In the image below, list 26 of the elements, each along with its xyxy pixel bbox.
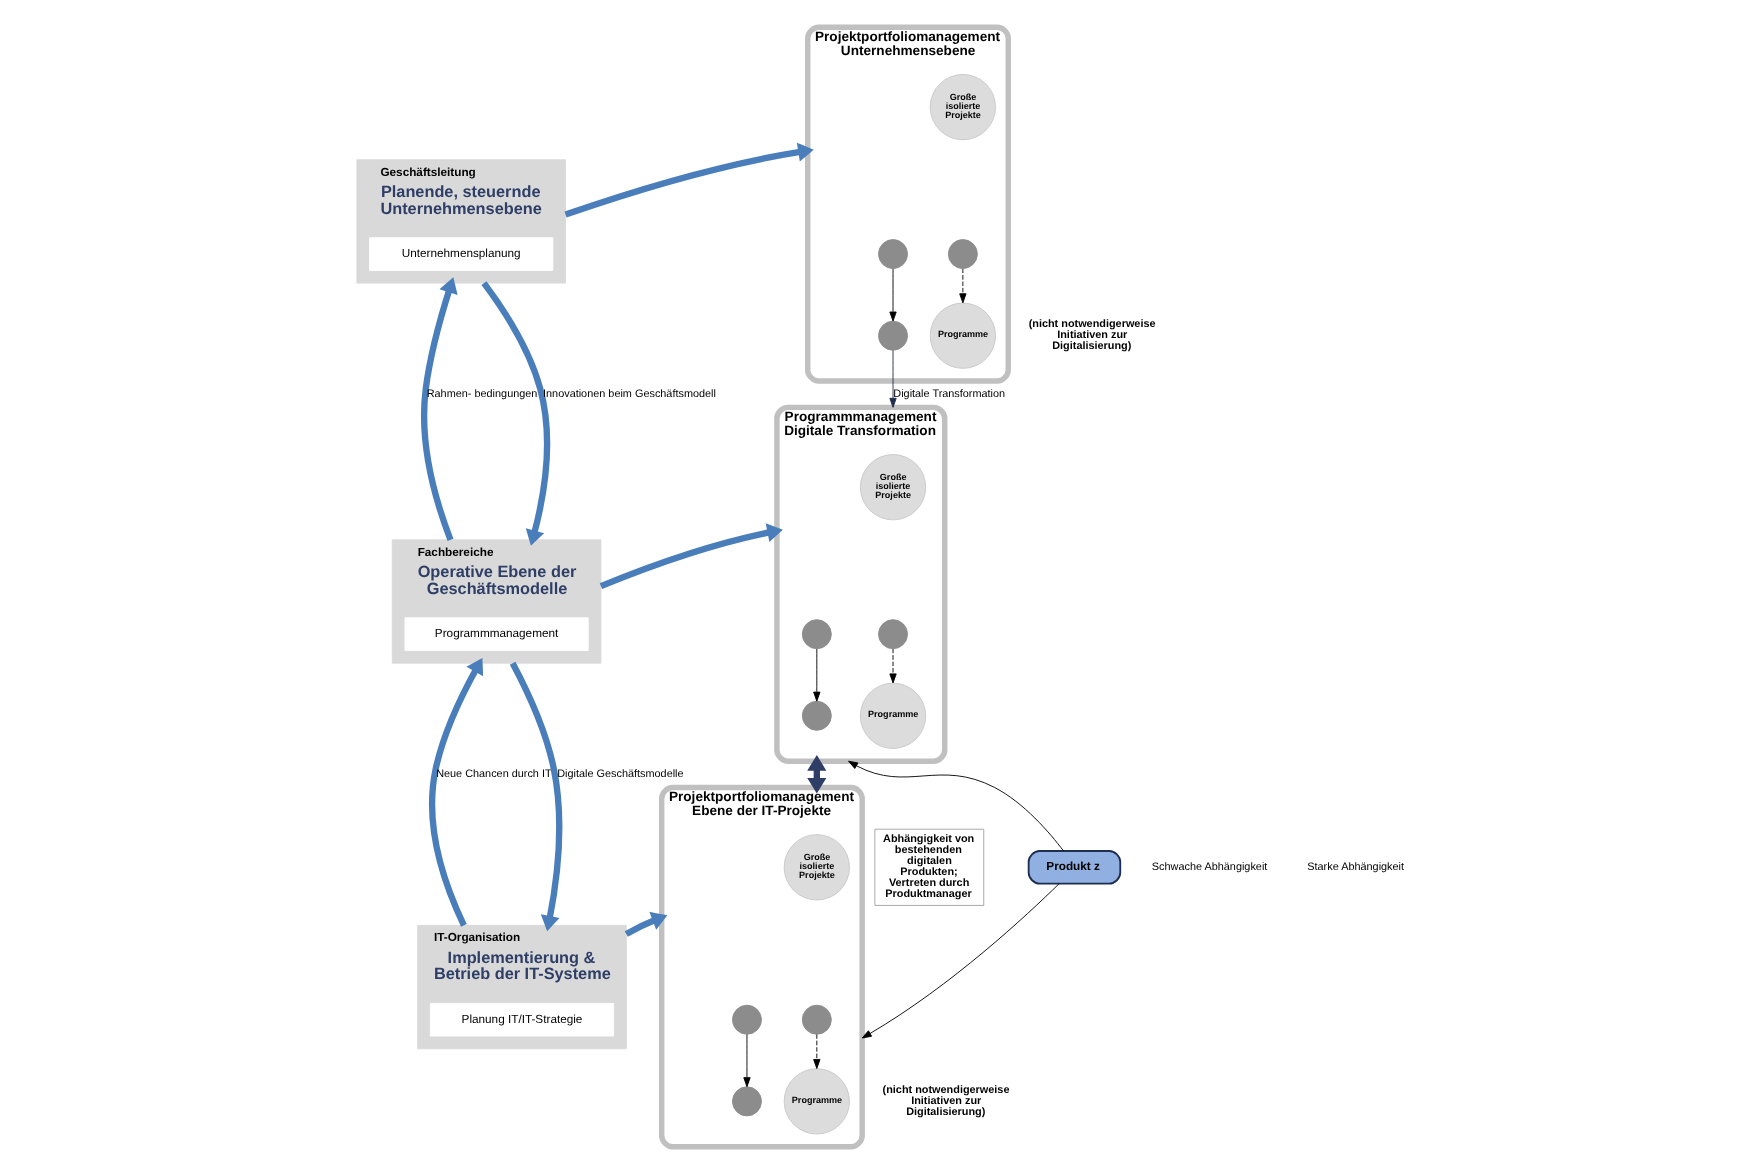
arrow bbox=[599, 523, 783, 590]
arrow bbox=[889, 268, 897, 322]
node-circle bbox=[947, 239, 978, 270]
node-circle bbox=[801, 700, 832, 731]
arrow bbox=[429, 657, 484, 927]
arrow bbox=[848, 760, 1064, 852]
arrow bbox=[509, 661, 563, 932]
node-circle bbox=[878, 320, 908, 351]
arrow bbox=[624, 911, 668, 937]
arrow bbox=[889, 648, 897, 684]
node-circle bbox=[732, 1004, 762, 1035]
arrow bbox=[861, 883, 1060, 1039]
arrow bbox=[813, 1034, 821, 1069]
arrow bbox=[889, 350, 897, 408]
arrow bbox=[743, 1034, 751, 1088]
node-circle bbox=[801, 619, 832, 650]
arrow bbox=[481, 281, 551, 546]
node-circle bbox=[878, 239, 908, 270]
arrow bbox=[421, 277, 458, 541]
node-circle bbox=[801, 1004, 832, 1035]
node-circle bbox=[878, 619, 908, 650]
arrow bbox=[813, 648, 821, 702]
arrow bbox=[564, 142, 814, 218]
node-circle bbox=[732, 1086, 762, 1117]
arrow bbox=[807, 755, 827, 794]
arrow bbox=[959, 268, 967, 304]
